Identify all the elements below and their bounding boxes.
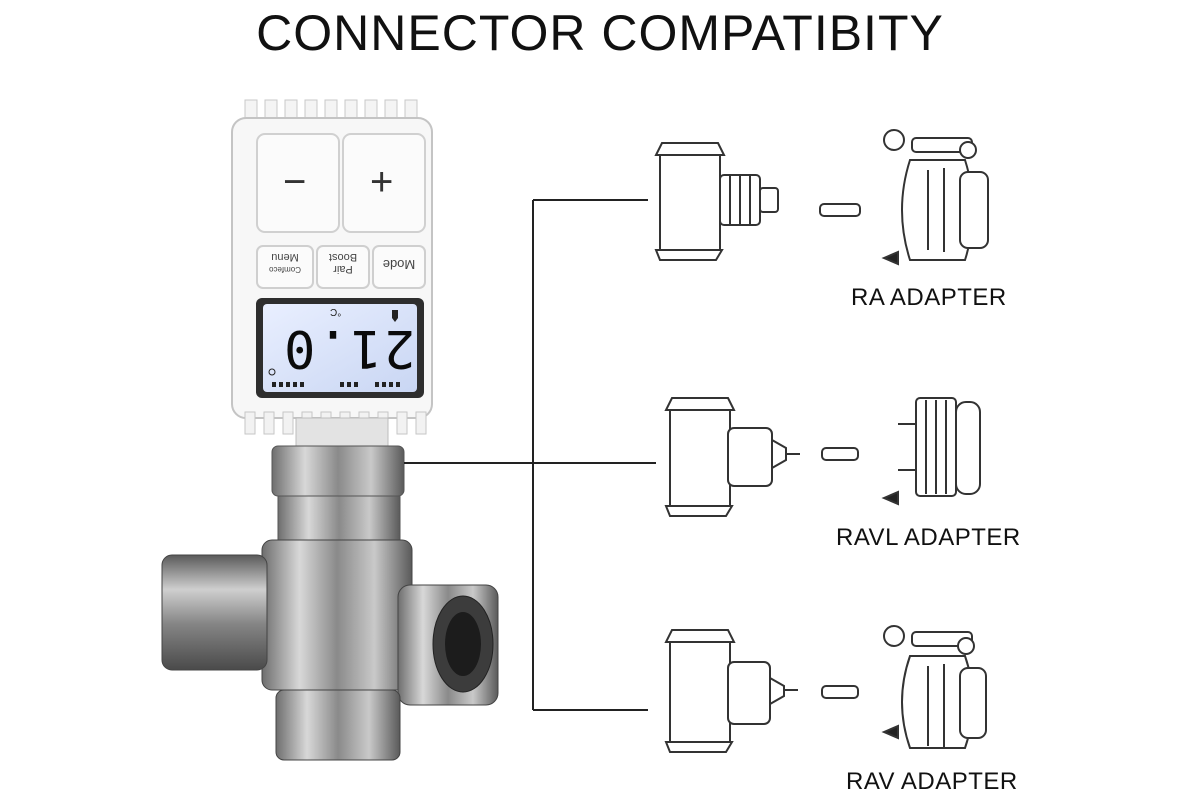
lcd-scale-bars xyxy=(272,382,400,387)
valve-right-bore xyxy=(445,612,481,676)
valve-nut xyxy=(271,445,405,497)
boost-pair-button[interactable] xyxy=(316,245,370,289)
mode-button-label: Mode xyxy=(382,257,416,272)
menu-button[interactable] xyxy=(256,245,314,289)
minus-symbol: − xyxy=(283,160,307,204)
page-title: CONNECTOR COMPATIBITY xyxy=(256,5,944,61)
lcd-unit: °C xyxy=(330,306,342,317)
lcd-lock-icon xyxy=(392,310,398,322)
thermostat xyxy=(231,99,433,435)
boost-pair-button-label: Pair Boost xyxy=(328,251,358,275)
ravl-adapter-label: RAVL ADAPTER xyxy=(836,524,1021,551)
rav-adapter-label: RAV ADAPTER xyxy=(846,768,1018,795)
valve-pin-collar xyxy=(295,417,389,447)
rav-valve-drawing xyxy=(664,629,859,753)
lcd-degree-icon xyxy=(268,368,276,376)
ra-valve-drawing xyxy=(654,142,861,261)
mode-button[interactable] xyxy=(372,245,426,289)
ra-adapter-drawing xyxy=(881,129,989,266)
valve-center xyxy=(261,539,413,691)
rav-pin xyxy=(821,685,859,699)
ravl-adapter-drawing xyxy=(881,397,981,506)
valve-left-port xyxy=(161,554,268,671)
ravl-valve-drawing xyxy=(664,397,859,517)
thermostat-top-ribs xyxy=(244,99,418,123)
menu-button-label: Comfeco Menu xyxy=(269,251,302,274)
plus-button[interactable] xyxy=(342,133,426,233)
rav-adapter-drawing xyxy=(881,625,987,749)
valve-body xyxy=(161,417,499,761)
plus-symbol: + xyxy=(370,160,394,204)
ravl-pin xyxy=(821,447,859,461)
lcd-screen xyxy=(263,304,417,392)
ra-adapter-label: RA ADAPTER xyxy=(851,284,1007,311)
lcd-temperature: 21.0 xyxy=(282,318,416,378)
connector-lines xyxy=(404,199,656,711)
valve-neck xyxy=(277,495,401,541)
ra-pin xyxy=(819,203,861,217)
minus-button[interactable] xyxy=(256,133,340,233)
valve-bottom-port xyxy=(275,689,401,761)
